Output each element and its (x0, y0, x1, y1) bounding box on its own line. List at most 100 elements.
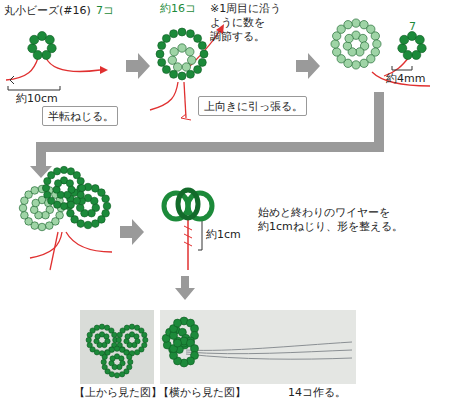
bead (110, 356, 115, 361)
bead (32, 199, 40, 207)
photo-top (80, 310, 154, 384)
bead (76, 204, 84, 212)
text-label: 14コ作る。 (288, 386, 346, 400)
text-label: 【横から見た図】 (158, 386, 246, 400)
bead (170, 48, 178, 56)
text-label: 約4mm (386, 72, 425, 86)
bead (101, 359, 106, 364)
bead (143, 337, 148, 342)
text-label: 7コ (96, 4, 114, 18)
wire (6, 58, 38, 80)
bead-loop (178, 190, 198, 218)
wire-photo (186, 342, 352, 359)
bead (30, 206, 38, 214)
step-arrow (126, 53, 150, 79)
dimension-bracket (198, 220, 202, 250)
wire (66, 232, 112, 252)
bead (128, 359, 133, 364)
bead (112, 332, 117, 337)
bead (415, 35, 424, 44)
bead (331, 40, 339, 48)
text-label: 始めと終わりのワイヤーを 約1cmねじり、形を整える。 (258, 206, 428, 234)
dimension-bracket (392, 66, 412, 70)
bead (78, 184, 85, 191)
text-label: 7 (409, 20, 416, 34)
bead (102, 364, 107, 369)
bead (333, 48, 341, 56)
wire (150, 82, 178, 110)
wire-end (181, 114, 191, 120)
bead (53, 168, 60, 175)
bead (182, 63, 190, 71)
bead (142, 332, 147, 337)
bead (170, 70, 178, 78)
bead (64, 191, 71, 198)
wire (46, 58, 100, 72)
bead (178, 72, 186, 80)
bead (87, 342, 92, 347)
bead (102, 195, 110, 203)
bead (60, 202, 67, 209)
bead (186, 30, 194, 38)
text-label: 約10cm (16, 92, 58, 106)
note-text: 上向きに引っ張る。 (204, 100, 301, 113)
note-box: 半転ねじる。 (42, 106, 118, 126)
bead (162, 34, 170, 42)
bead (162, 66, 170, 74)
bead (109, 347, 114, 352)
bead (54, 180, 61, 187)
bead (66, 180, 73, 187)
bead (345, 34, 353, 42)
step-arrow (120, 219, 144, 245)
bead (46, 222, 54, 230)
bead (38, 223, 46, 231)
bead (109, 347, 114, 352)
bead (42, 51, 51, 60)
twist-mark (184, 226, 192, 246)
bead (134, 350, 139, 355)
bead (170, 30, 178, 38)
bead (125, 334, 130, 339)
bead (60, 166, 67, 173)
bead (45, 35, 54, 44)
wire (50, 232, 58, 270)
text-label: 約16コ (160, 2, 196, 16)
bead (91, 197, 99, 205)
bead (359, 34, 367, 42)
bead (31, 187, 39, 195)
bead (86, 337, 91, 342)
wire-arrowhead (100, 66, 108, 74)
bead (198, 58, 206, 66)
bead (344, 21, 352, 29)
bead (158, 42, 166, 50)
bead (412, 51, 421, 60)
wire (184, 82, 186, 118)
bead (352, 61, 360, 69)
bead (186, 48, 194, 56)
twist-mark (10, 76, 14, 84)
bead (398, 44, 407, 53)
note-box: 上向きに引っ張る。 (198, 96, 307, 116)
bead (95, 334, 100, 339)
note-text: 半転ねじる。 (48, 110, 112, 123)
bead (77, 177, 84, 184)
bead (92, 220, 100, 228)
bead-group (19, 19, 426, 378)
text-label: 約1cm (206, 228, 241, 242)
bead (116, 337, 121, 342)
bead (21, 212, 29, 220)
bead (158, 58, 166, 66)
bead (194, 66, 202, 74)
bead (127, 354, 132, 359)
bead (114, 346, 119, 351)
bead (168, 56, 176, 64)
bead (371, 32, 379, 40)
bead (103, 202, 111, 210)
bead (356, 48, 364, 56)
bead (94, 325, 99, 330)
bead (156, 50, 164, 58)
bead (174, 319, 182, 327)
bead (343, 42, 351, 50)
